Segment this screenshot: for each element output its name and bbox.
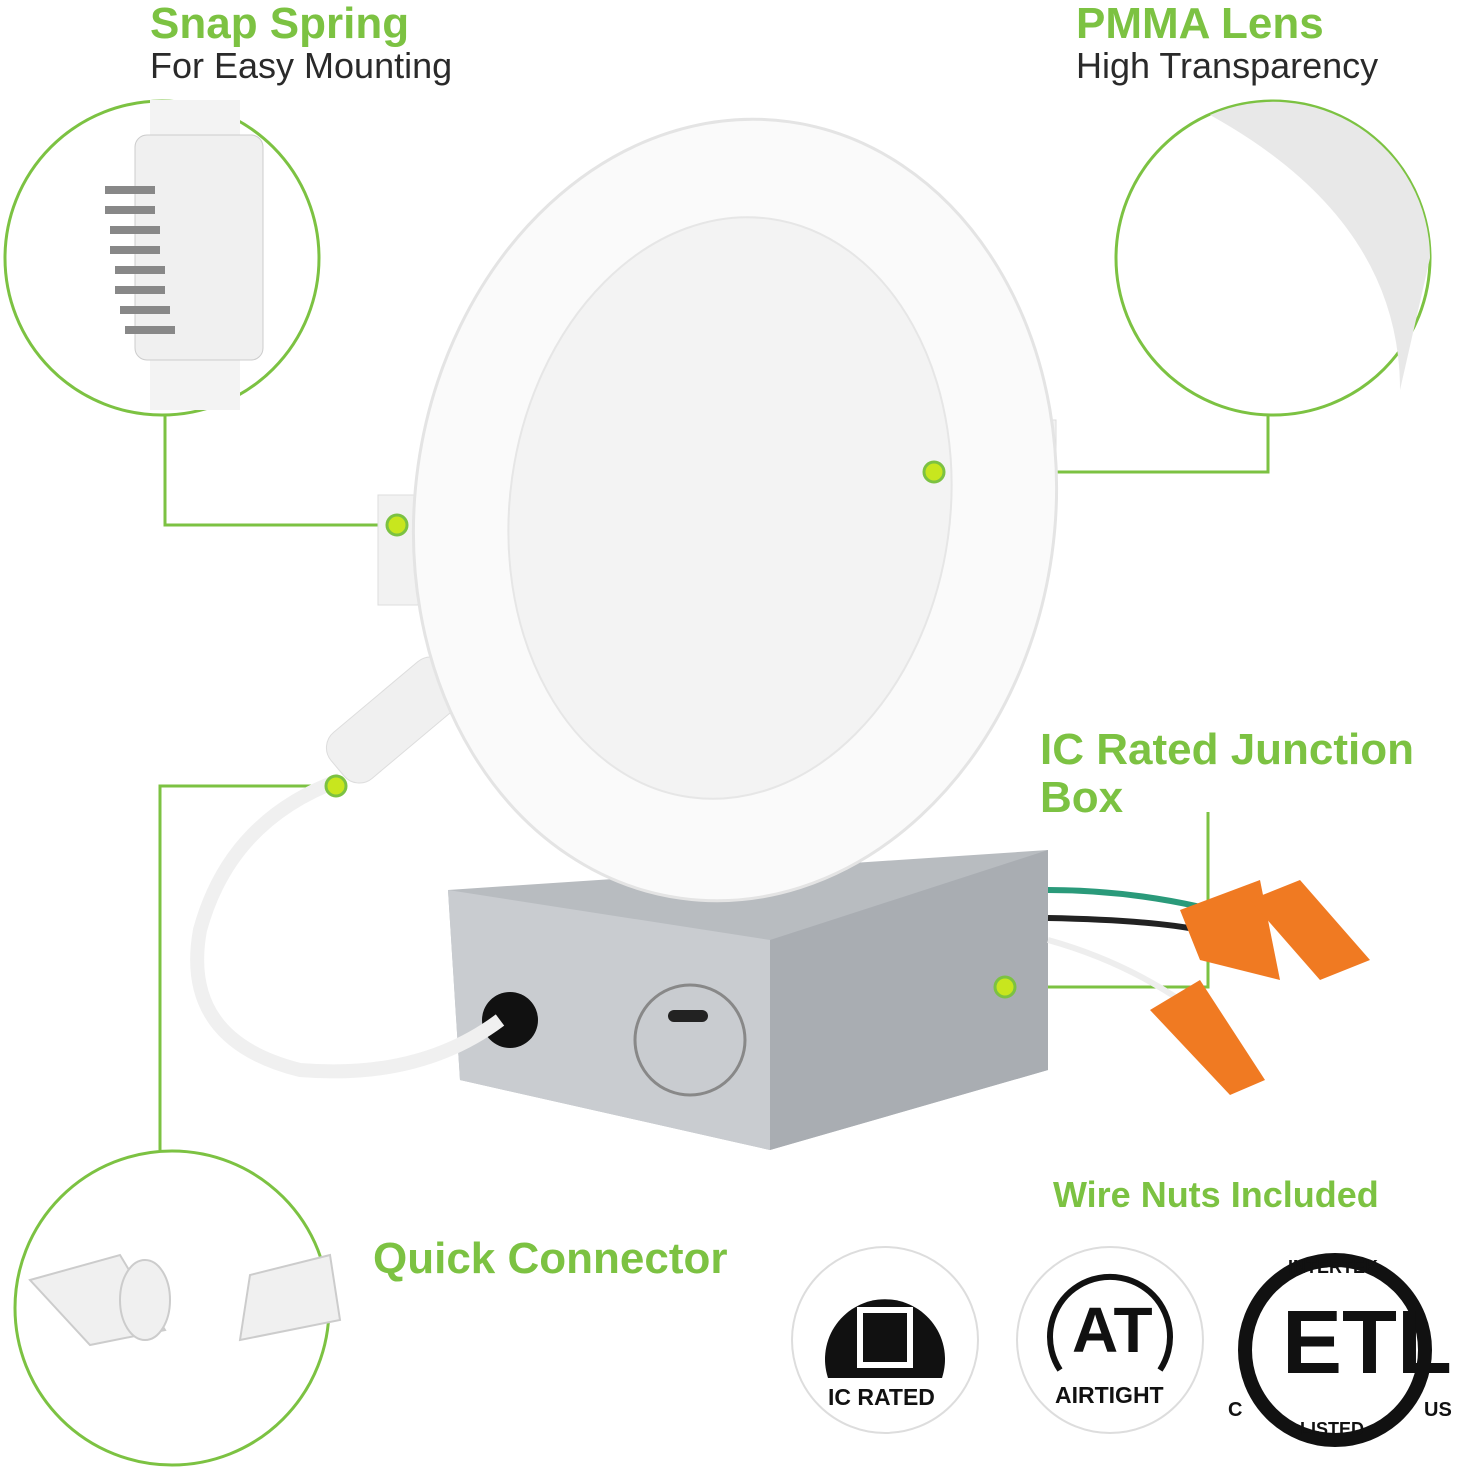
etl-left-text: C xyxy=(1228,1399,1243,1421)
junction-box-title-line1: IC Rated Junction xyxy=(1040,725,1415,774)
wire-nuts-title: Wire Nuts Included xyxy=(1053,1174,1379,1215)
airtight-logo: AT xyxy=(1072,1294,1153,1366)
connector-pieces xyxy=(28,1253,342,1347)
callout-dots xyxy=(324,460,1017,999)
badge-etl xyxy=(1238,1253,1432,1447)
lens-title: PMMA Lens xyxy=(1076,0,1324,48)
badge-airtight xyxy=(1016,1246,1204,1434)
ic-rated-label: IC RATED xyxy=(828,1384,935,1410)
quick-connector-title: Quick Connector xyxy=(373,1234,728,1283)
lens-edge xyxy=(1210,101,1430,390)
airtight-label: AIRTIGHT xyxy=(1055,1382,1164,1408)
spring-detail xyxy=(105,100,264,410)
etl-logo: ETL xyxy=(1282,1293,1452,1393)
badge-ic-rated xyxy=(791,1246,979,1434)
snap-spring-title: Snap Spring xyxy=(150,0,410,48)
lens-subtitle: High Transparency xyxy=(1076,45,1379,86)
recessed-light xyxy=(377,117,1059,903)
etl-top-text: INTERTEK xyxy=(1288,1257,1378,1277)
etl-bottom-text: LISTED xyxy=(1300,1419,1365,1439)
snap-spring-subtitle: For Easy Mounting xyxy=(150,45,453,86)
junction-box xyxy=(448,850,1048,1150)
wire-nuts xyxy=(1150,880,1370,1095)
etl-right-text: US xyxy=(1424,1399,1452,1421)
cable xyxy=(190,773,505,1079)
junction-box-title-line2: Box xyxy=(1040,773,1124,822)
